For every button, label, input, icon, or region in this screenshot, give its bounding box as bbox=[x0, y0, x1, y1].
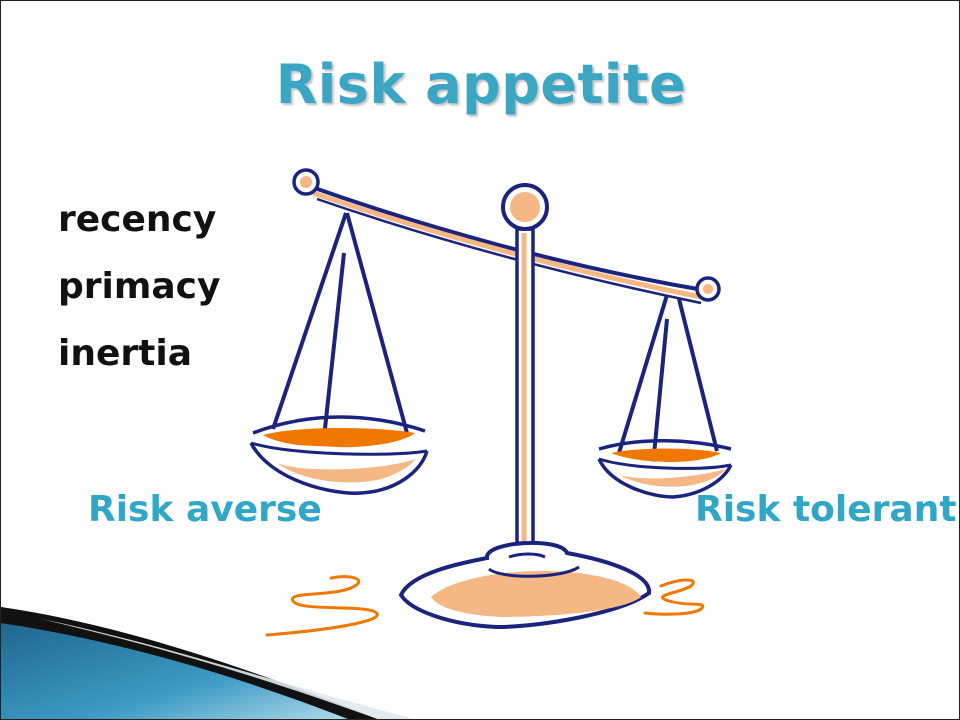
risk-tolerant-label: Risk tolerant bbox=[695, 489, 957, 530]
factor-item: inertia bbox=[58, 333, 192, 374]
left-pan bbox=[249, 212, 429, 495]
factor-list: recency primacy inertia bbox=[58, 197, 220, 398]
factor-item: recency bbox=[58, 199, 217, 240]
risk-averse-label: Risk averse bbox=[88, 489, 322, 530]
factor-item: primacy bbox=[58, 266, 221, 307]
right-pan bbox=[597, 294, 733, 499]
scale-post bbox=[501, 183, 549, 551]
scale-beam bbox=[292, 168, 721, 305]
corner-swoosh bbox=[1, 607, 414, 719]
scale-base bbox=[398, 540, 651, 630]
ground-squiggles bbox=[265, 575, 705, 637]
slide-title: Risk appetite bbox=[275, 53, 687, 116]
